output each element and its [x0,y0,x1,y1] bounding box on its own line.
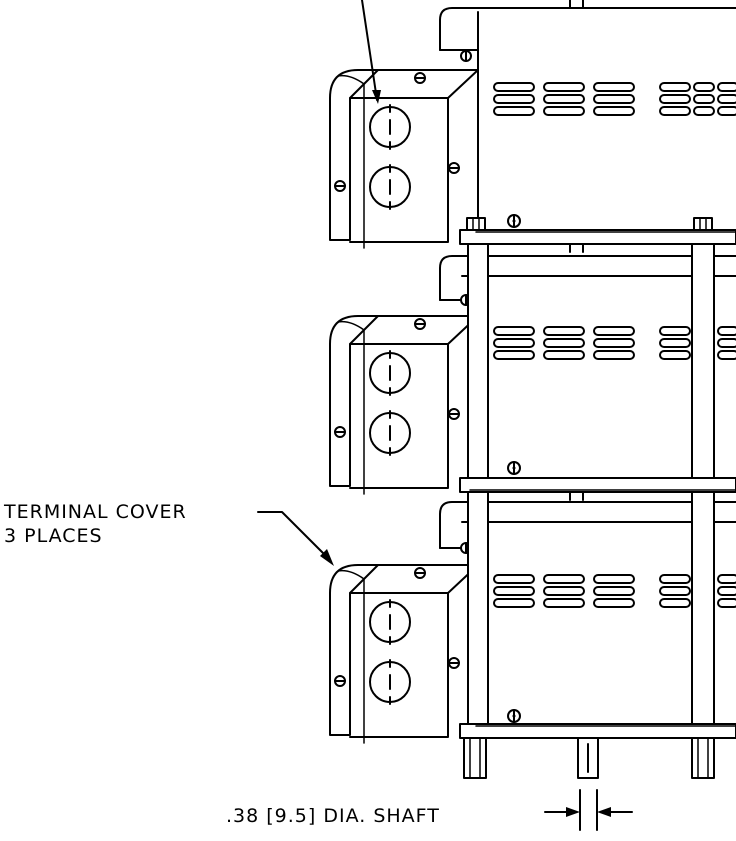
terminal-cover-1 [329,69,479,249]
clamp-plate-middle [459,477,736,501]
shaft-dimension-marker [544,789,633,831]
terminal-cover-2 [329,315,479,495]
terminal-cover-count-label: 3 PLACES [4,525,103,547]
hinge-screw-icon [460,50,472,62]
terminal-cover-callout: TERMINAL COVER 3 PLACES [3,501,334,566]
shaft [577,737,599,779]
terminal-cover-label: TERMINAL COVER [3,501,187,523]
transformer-unit-top [439,0,736,223]
shaft-dimension-label: .38 [9.5] DIA. SHAFT [226,805,440,827]
top-leader-line [361,0,381,104]
transformer-unit-middle [439,255,736,475]
vent-slots [493,82,736,116]
clamp-plate-bottom [459,723,736,779]
terminal-cover-3 [329,564,479,744]
tie-rods [467,243,736,725]
